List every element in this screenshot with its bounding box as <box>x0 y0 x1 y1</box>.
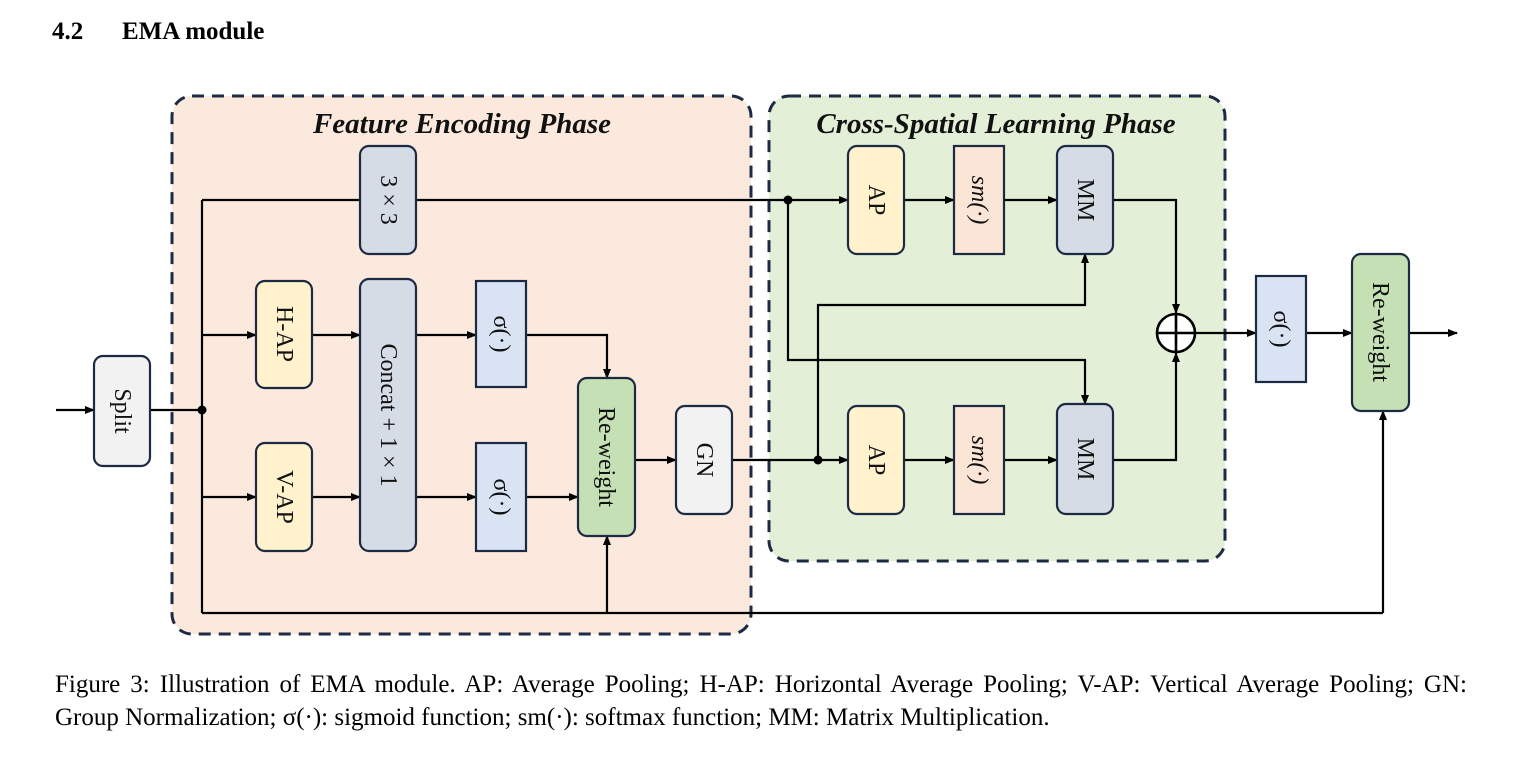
gn-block: GN <box>674 404 734 516</box>
mm-top-label: MM <box>1072 179 1098 222</box>
sigmoid-h-block: σ(·) <box>474 279 528 389</box>
ap-top-label: AP <box>863 185 889 216</box>
softmax-bottom-block: sm(·) <box>952 404 1006 516</box>
sum-node: ⊕ <box>1155 312 1197 354</box>
section-title: EMA module <box>122 18 265 45</box>
v-ap-label: V-AP <box>271 470 297 524</box>
softmax-bottom-label: sm(·) <box>966 436 992 485</box>
section-heading: 4.2 EMA module <box>52 18 264 46</box>
ap-bottom-label: AP <box>863 445 889 476</box>
sigmoid-out-label: σ(·) <box>1268 311 1294 348</box>
split-block: Split <box>92 354 152 468</box>
reweight-inner-label: Re-weight <box>593 407 619 507</box>
mm-bottom-label: MM <box>1072 438 1098 481</box>
figure-caption: Figure 3: Illustration of EMA module. AP… <box>55 671 1467 731</box>
h-ap-block: H-AP <box>254 279 314 390</box>
conv3x3-block: 3 × 3 <box>358 144 418 256</box>
ap-top-block: AP <box>846 144 906 256</box>
reweight-inner-block: Re-weight <box>576 376 637 538</box>
sigmoid-v-block: σ(·) <box>474 441 528 553</box>
gn-label: GN <box>691 443 717 478</box>
conv3x3-label: 3 × 3 <box>375 175 401 225</box>
h-ap-label: H-AP <box>271 306 297 362</box>
softmax-top-block: sm(·) <box>952 144 1006 256</box>
reweight-out-block: Re-weight <box>1350 252 1411 413</box>
sigmoid-v-label: σ(·) <box>488 479 514 516</box>
connection-lines <box>56 195 1458 615</box>
ema-diagram: Feature Encoding Phase Cross-Spatial Lea… <box>56 94 1458 636</box>
v-ap-block: V-AP <box>254 441 314 553</box>
mm-top-block: MM <box>1055 144 1115 256</box>
mm-bottom-block: MM <box>1055 402 1115 516</box>
section-number: 4.2 <box>52 18 84 45</box>
cross-spatial-title: Cross-Spatial Learning Phase <box>816 108 1175 140</box>
reweight-out-label: Re-weight <box>1367 282 1393 382</box>
ap-bottom-block: AP <box>846 404 906 516</box>
split-label: Split <box>109 388 135 434</box>
feature-encoding-title: Feature Encoding Phase <box>312 108 611 140</box>
softmax-top-label: sm(·) <box>966 176 992 225</box>
sigmoid-out-block: σ(·) <box>1254 274 1308 384</box>
concat-block: Concat + 1 × 1 <box>358 277 418 553</box>
sigmoid-h-label: σ(·) <box>488 316 514 353</box>
concat-label: Concat + 1 × 1 <box>375 343 401 486</box>
